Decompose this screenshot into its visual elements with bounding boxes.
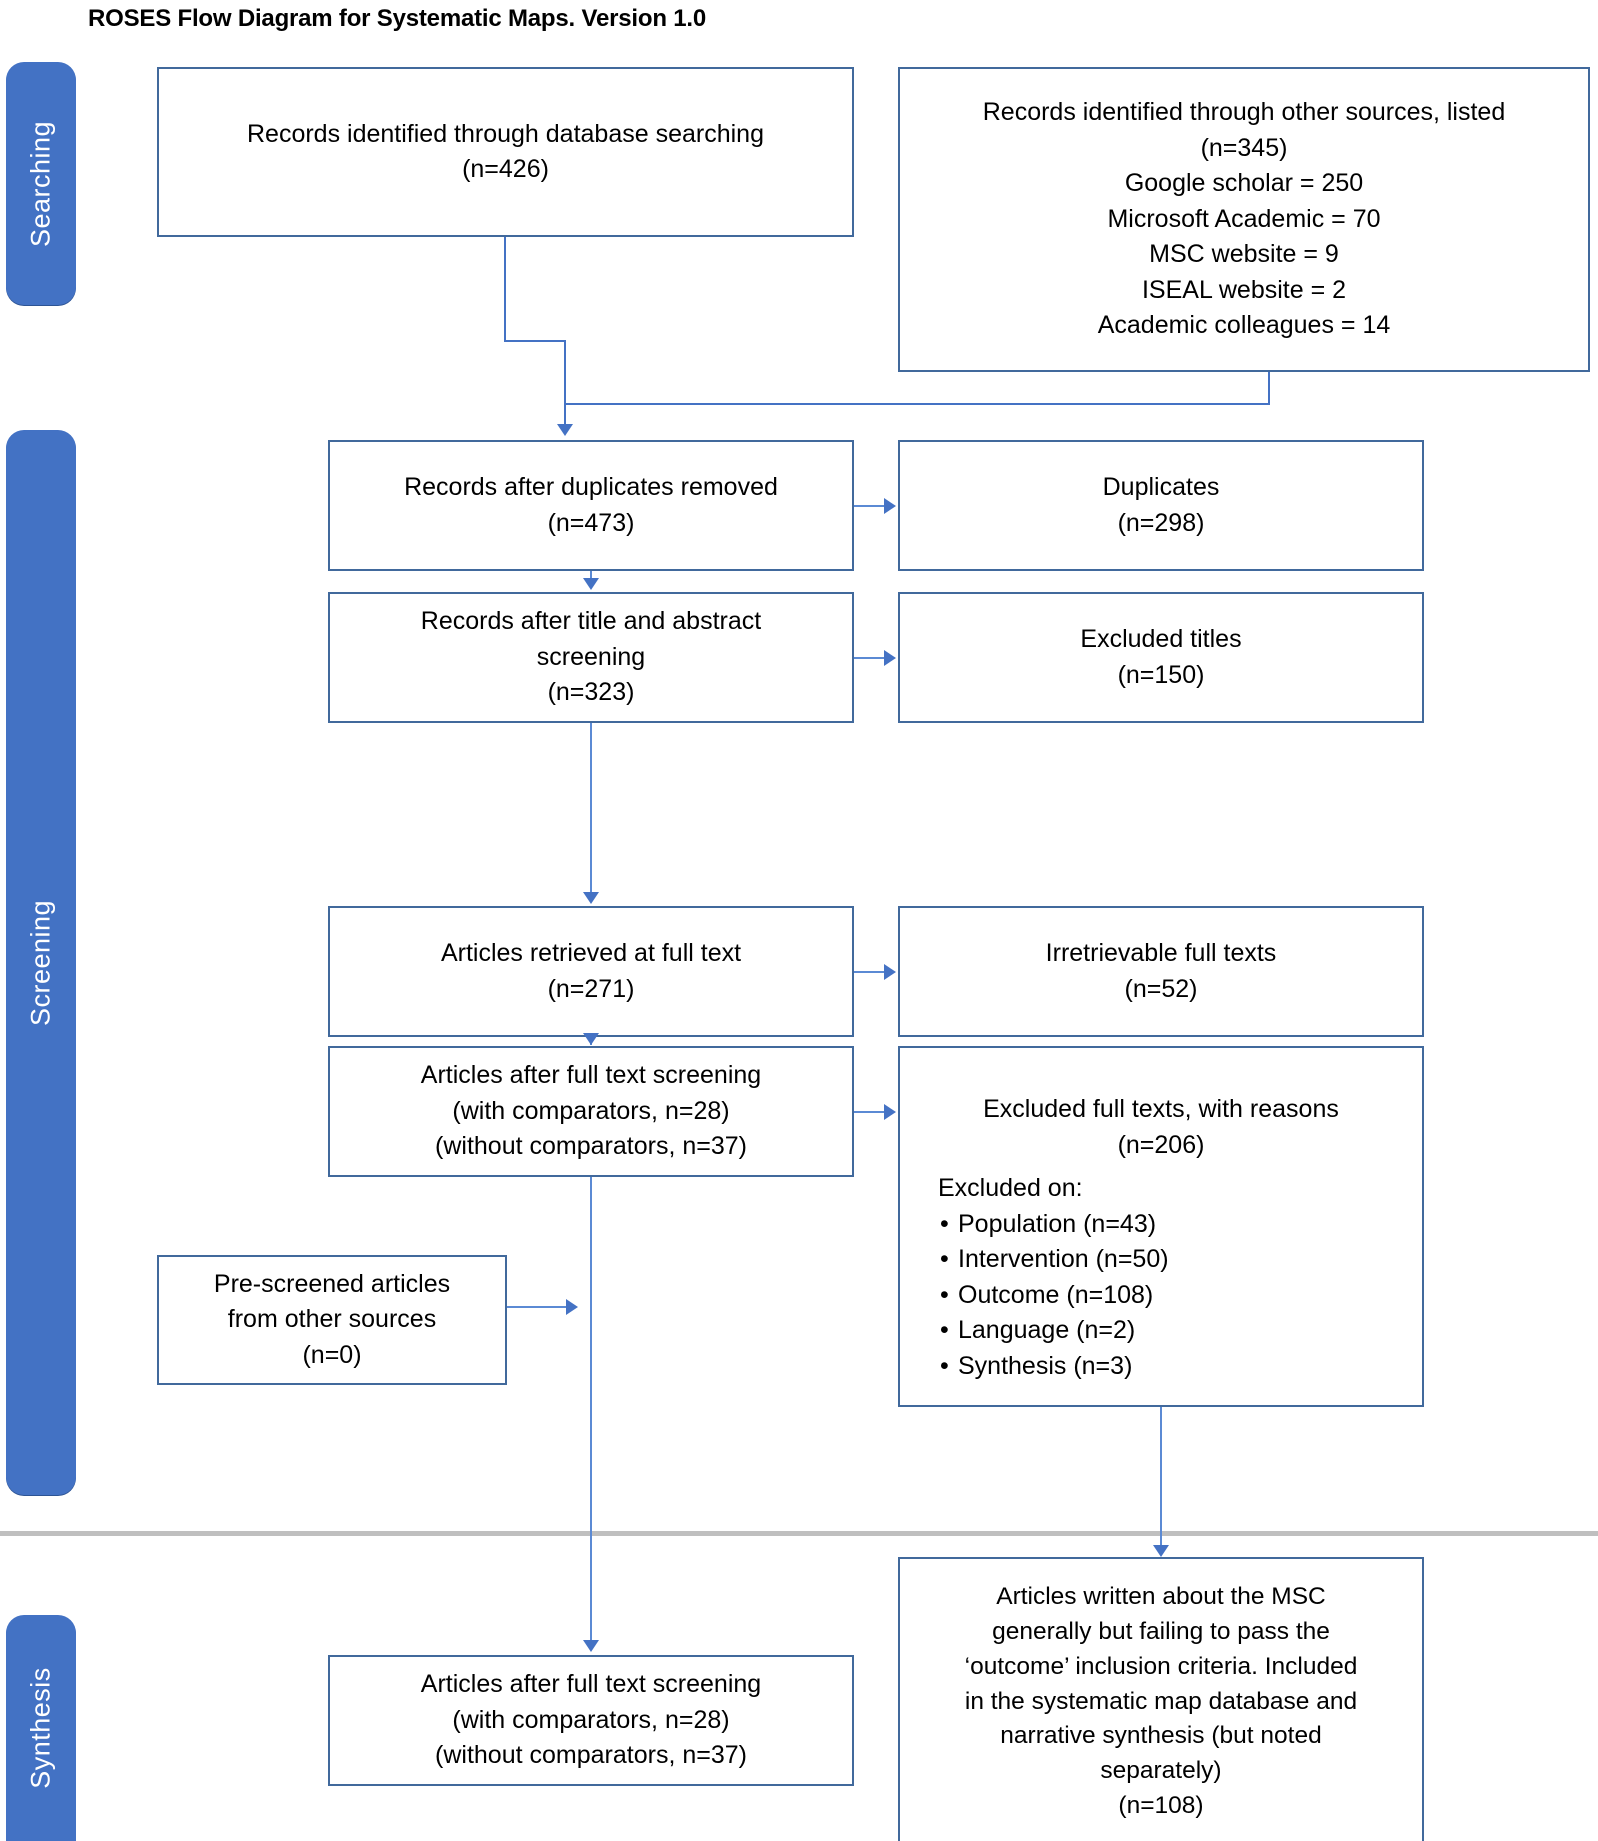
connector-merge-down (564, 403, 566, 425)
list-item: Language (n=2) (940, 1313, 1422, 1349)
stage-tab-screening-label: Screening (25, 899, 56, 1026)
box-line: Articles after full text screening (420, 1061, 762, 1090)
box-records-other-sources: Records identified through other sources… (898, 67, 1590, 372)
connector-other-sources-down (1268, 372, 1270, 405)
box-line: in the systematic map database and (964, 1687, 1358, 1715)
connector-pre-screened-right (507, 1306, 573, 1308)
arrow-into-excluded-titles (884, 650, 896, 666)
section-divider (0, 1531, 1598, 1536)
box-line: (n=323) (547, 678, 635, 707)
arrow-into-msc-general-articles (1153, 1545, 1169, 1557)
box-line: Excluded full texts, with reasons (983, 1095, 1339, 1123)
stage-tab-searching-label: Searching (25, 120, 56, 247)
box-records-database-searching: Records identified through database sear… (157, 67, 854, 237)
list-item: Outcome (n=108) (940, 1278, 1422, 1314)
box-pre-screened-articles: Pre-screened articles from other sources… (157, 1255, 507, 1385)
box-msc-general-articles: Articles written about the MSC generally… (898, 1557, 1424, 1841)
box-line: from other sources (227, 1305, 437, 1334)
page-title: ROSES Flow Diagram for Systematic Maps. … (88, 5, 707, 32)
excluded-reasons-list: Population (n=43) Intervention (n=50) Ou… (900, 1207, 1422, 1385)
connector-to-excluded-full-texts (854, 1111, 886, 1113)
arrow-into-after-full-text-screening (583, 1033, 599, 1045)
connector-duplicates-removed-down (590, 571, 592, 581)
connector-main-trunk-down (590, 1177, 592, 1645)
arrow-into-title-abstract (583, 578, 599, 590)
arrow-into-synthesis-articles (583, 1640, 599, 1652)
box-synthesis-articles: Articles after full text screening (with… (328, 1655, 854, 1786)
box-line: Duplicates (1102, 473, 1220, 501)
arrow-into-duplicates-removed (557, 424, 573, 436)
arrow-into-excluded-full-texts (884, 1104, 896, 1120)
box-articles-retrieved-full-text: Articles retrieved at full text (n=271) (328, 906, 854, 1037)
box-line: Articles retrieved at full text (440, 939, 742, 967)
box-line: Academic colleagues = 14 (1097, 311, 1391, 340)
arrow-pre-screened-into-main-flow (566, 1299, 578, 1315)
box-line: ‘outcome’ inclusion criteria. Included (964, 1652, 1358, 1680)
box-line: screening (536, 642, 646, 671)
box-excluded-full-texts: Excluded full texts, with reasons (n=206… (898, 1046, 1424, 1407)
box-line: (without comparators, n=37) (435, 1132, 747, 1161)
connector-db-search-down-2 (564, 340, 566, 405)
box-records-after-duplicates-removed: Records after duplicates removed (n=473) (328, 440, 854, 571)
list-item: Synthesis (n=3) (940, 1349, 1422, 1385)
box-line: narrative synthesis (but noted (1000, 1722, 1322, 1750)
connector-to-duplicates (854, 505, 886, 507)
box-line: (n=150) (1117, 660, 1205, 689)
box-line: Articles written about the MSC (996, 1583, 1326, 1611)
stage-tab-screening: Screening (6, 430, 76, 1495)
box-line: ISEAL website = 2 (1141, 275, 1347, 304)
connector-db-search-down-1 (504, 237, 506, 342)
box-excluded-titles: Excluded titles (n=150) (898, 592, 1424, 723)
box-line: (n=0) (302, 1340, 362, 1369)
box-line: (n=52) (1124, 974, 1198, 1003)
box-line: separately) (1100, 1757, 1222, 1785)
box-line: Excluded titles (1080, 625, 1242, 653)
box-line: generally but failing to pass the (992, 1618, 1330, 1646)
stage-tab-synthesis: Synthesis (6, 1615, 76, 1841)
arrow-into-retrieved-full-text (583, 892, 599, 904)
box-line: Microsoft Academic = 70 (1107, 204, 1381, 233)
box-line: (with comparators, n=28) (452, 1096, 730, 1125)
stage-tab-searching: Searching (6, 62, 76, 305)
arrow-into-irretrievable (884, 964, 896, 980)
box-line: (n=206) (1117, 1130, 1205, 1159)
box-line: Google scholar = 250 (1124, 169, 1364, 198)
connector-title-abstract-down (590, 723, 592, 895)
box-line: (with comparators, n=28) (452, 1705, 730, 1734)
box-line: (n=271) (547, 974, 635, 1003)
box-line: Pre-screened articles (213, 1269, 451, 1298)
list-item: Population (n=43) (940, 1207, 1422, 1243)
arrow-into-duplicates (884, 498, 896, 514)
box-line: (without comparators, n=37) (435, 1741, 747, 1770)
connector-to-irretrievable (854, 971, 886, 973)
box-line: Articles after full text screening (420, 1670, 762, 1699)
connector-merge-bar (564, 403, 1270, 405)
box-line: (n=426) (462, 155, 549, 183)
excluded-on-label: Excluded on: (938, 1174, 1083, 1202)
box-irretrievable-full-texts: Irretrievable full texts (n=52) (898, 906, 1424, 1037)
connector-excluded-down (1160, 1407, 1162, 1550)
box-line: (n=298) (1117, 508, 1205, 537)
box-line: (n=345) (1200, 133, 1288, 162)
box-duplicates: Duplicates (n=298) (898, 440, 1424, 571)
box-line: Records after duplicates removed (404, 473, 778, 501)
box-line: Records identified through other sources… (982, 98, 1506, 127)
stage-tab-synthesis-label: Synthesis (25, 1667, 56, 1789)
connector-db-search-right (504, 340, 566, 342)
list-item: Intervention (n=50) (940, 1242, 1422, 1278)
box-line: Records identified through database sear… (246, 119, 764, 148)
box-line: Irretrievable full texts (1045, 939, 1277, 967)
box-records-after-title-abstract-screening: Records after title and abstract screeni… (328, 592, 854, 723)
box-line: (n=108) (1118, 1791, 1204, 1819)
box-line: MSC website = 9 (1149, 240, 1339, 269)
box-line: (n=473) (547, 508, 635, 537)
connector-to-excluded-titles (854, 657, 886, 659)
box-line: Records after title and abstract (420, 607, 762, 636)
box-articles-after-full-text-screening: Articles after full text screening (with… (328, 1046, 854, 1177)
